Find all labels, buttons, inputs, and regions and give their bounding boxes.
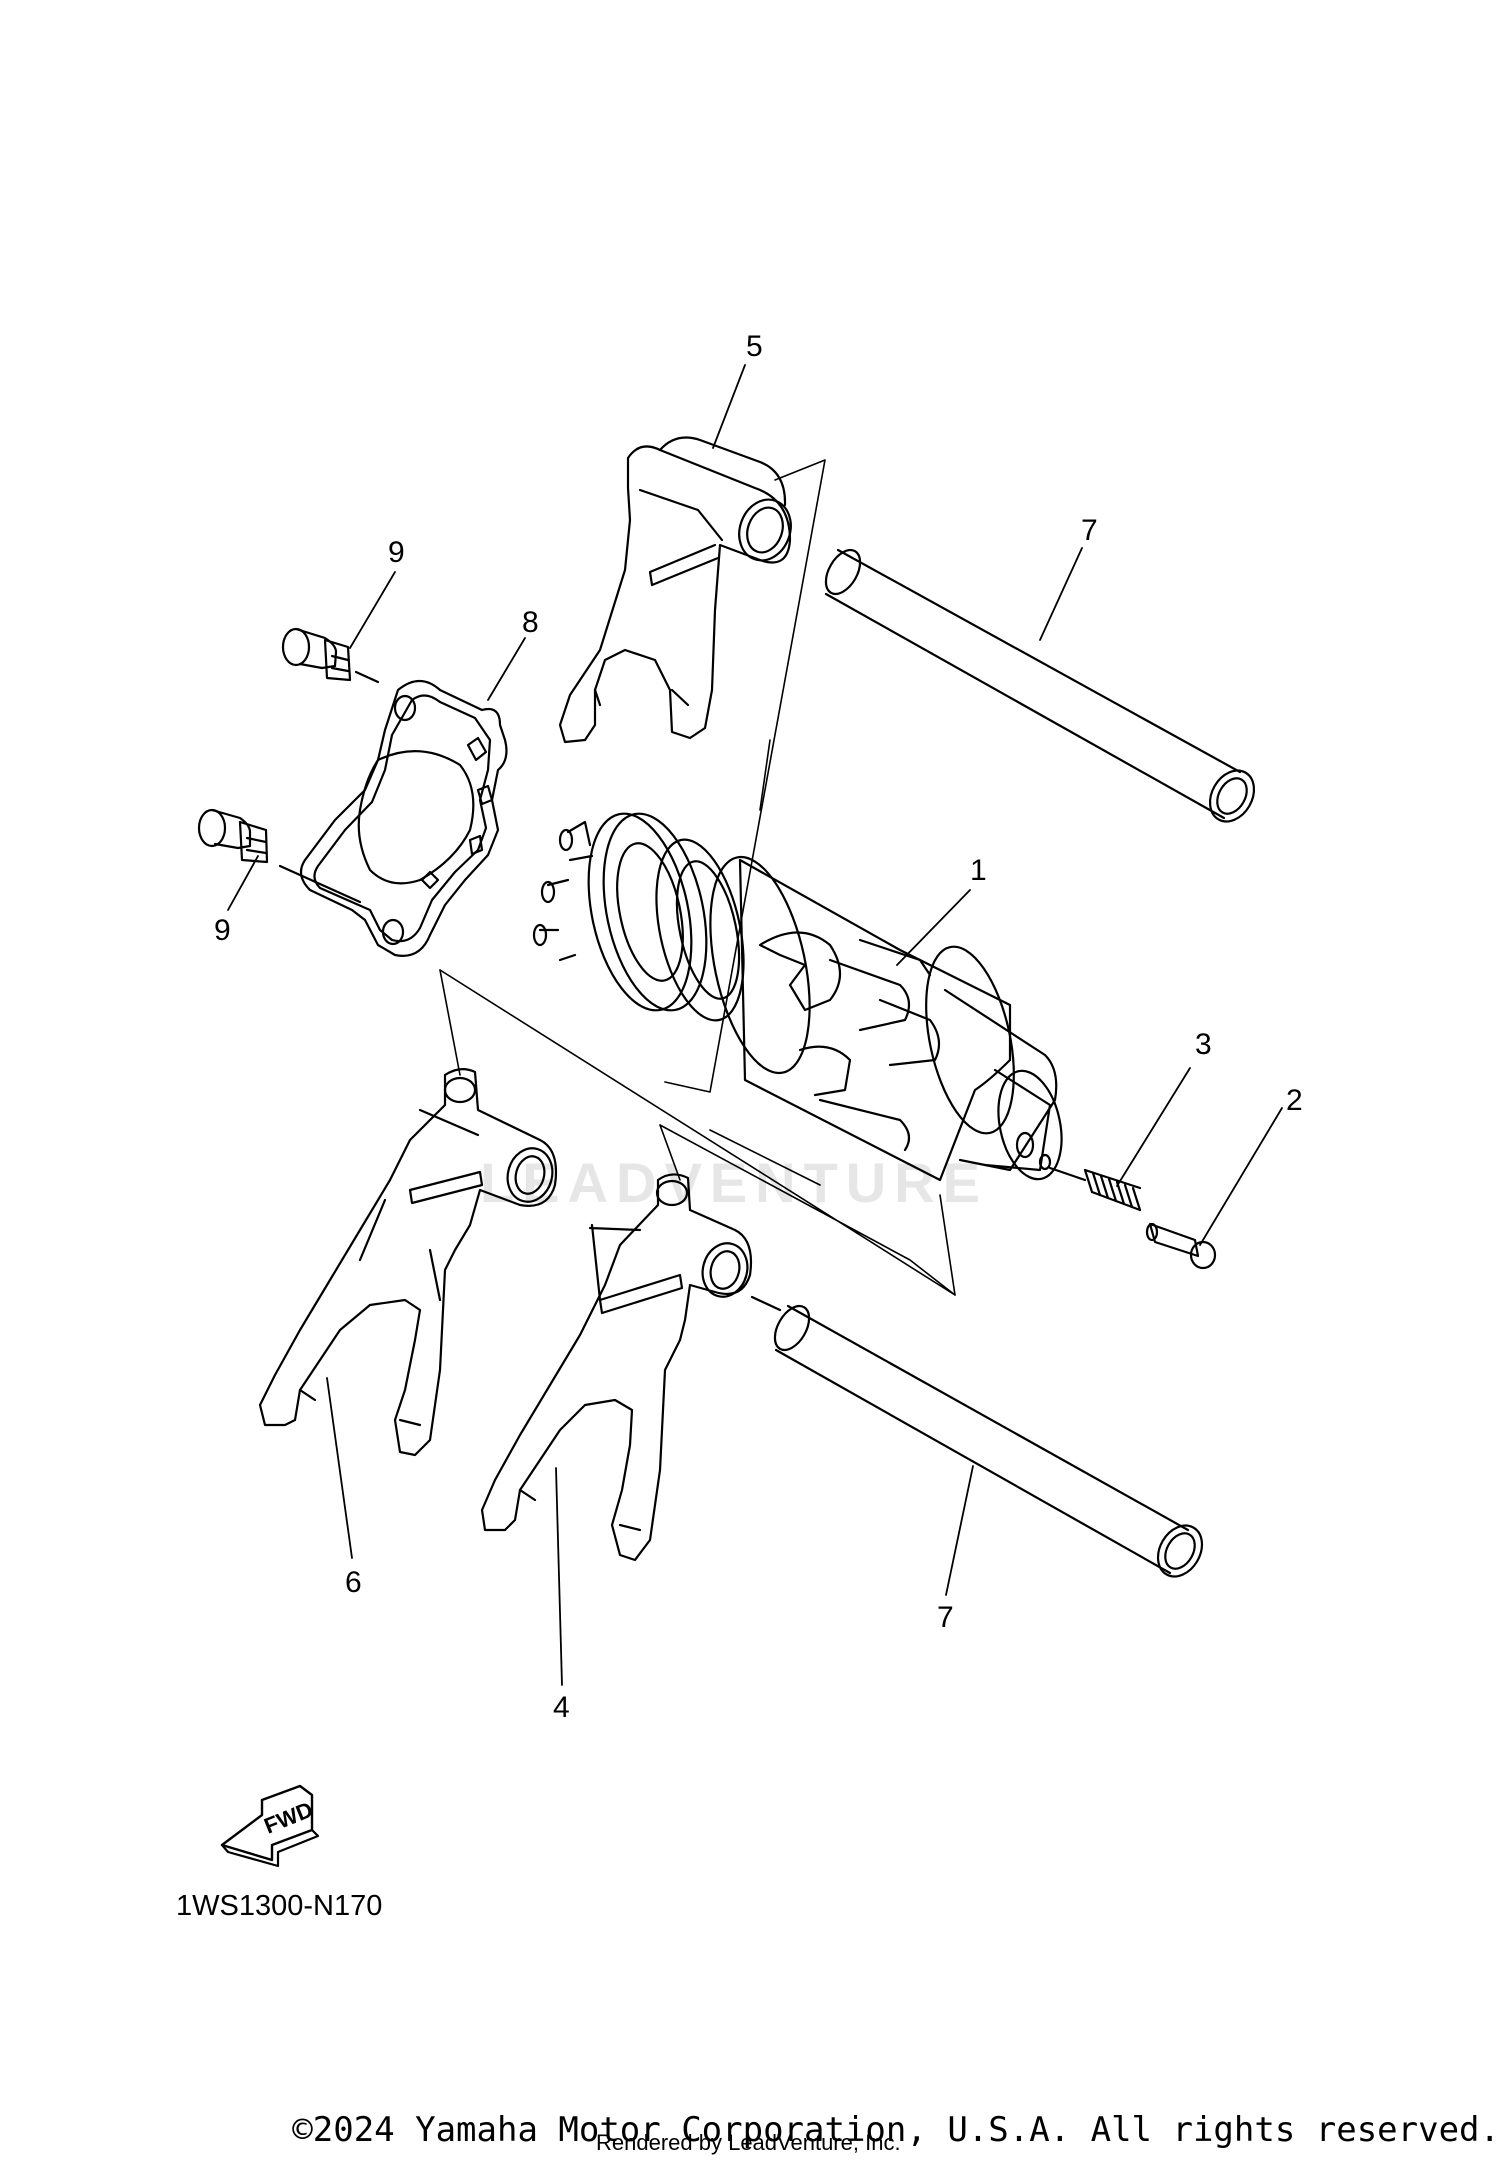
callout-9-upper: 9 [388,536,405,569]
callout-6: 6 [345,1566,362,1599]
pin-2[interactable] [1145,1222,1217,1270]
screw-9-lower[interactable] [197,808,362,904]
callout-2: 2 [1286,1084,1303,1117]
shift-fork-4[interactable] [480,1173,753,1562]
drawing-code: 1WS1300-N170 [176,1890,383,1922]
shift-shaft-7-lower[interactable] [750,1295,1211,1584]
callout-4: 4 [553,1691,570,1724]
callout-8: 8 [522,606,539,639]
screw-9-upper[interactable] [281,627,380,684]
spring-3[interactable] [1048,1166,1142,1212]
segment-plate-8[interactable] [299,679,508,957]
callout-1: 1 [970,854,987,887]
shift-fork-5[interactable] [558,436,799,744]
leader-lines [227,364,1283,1686]
shift-shaft-7-upper[interactable] [819,544,1263,829]
callout-7-lower: 7 [937,1601,954,1634]
callout-5: 5 [746,330,763,363]
assembly-lines [439,459,956,1296]
shift-fork-6[interactable] [258,1068,558,1457]
shift-drum-1[interactable] [532,804,1071,1185]
rendered-by-notice: Rendered by LeadVenture, Inc. [596,2130,901,2155]
callout-9-lower: 9 [214,914,231,947]
fwd-arrow-icon: FWD [220,1784,320,1868]
callout-3: 3 [1195,1028,1212,1061]
watermark: LEADVENTURE [480,1151,989,1214]
callout-7-upper: 7 [1081,514,1098,547]
copyright-notice: ©2024 Yamaha Motor Corporation, U.S.A. A… [292,2110,1500,2150]
